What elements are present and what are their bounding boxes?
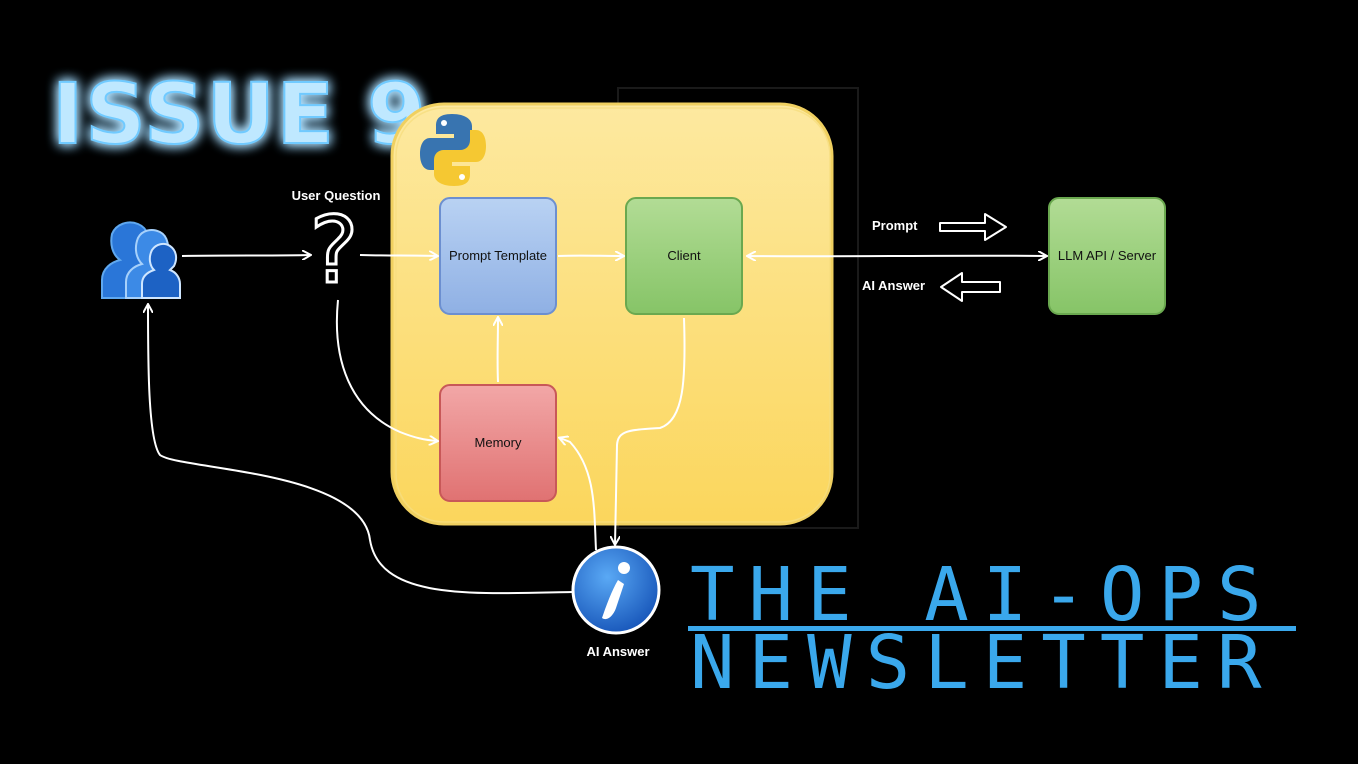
client-label: Client [667, 248, 701, 263]
llm-server-label: LLM API / Server [1058, 248, 1157, 263]
arrow-user-to-question [181, 255, 310, 256]
arrow-question-to-memory [335, 299, 437, 441]
arrow-answer-to-memory [560, 438, 597, 551]
client-box [625, 197, 743, 315]
prompt-label: Prompt [872, 218, 918, 233]
answer-arrow-icon [940, 272, 1001, 302]
prompt-arrow-icon [939, 213, 1007, 241]
question-mark-icon: ? [310, 197, 359, 304]
python-logo-icon [420, 114, 486, 186]
newsletter-line1: THE AI-OPS [690, 552, 1276, 638]
ai-answer-right-label: AI Answer [862, 278, 925, 293]
users-icon [101, 221, 181, 299]
llm-server-box [1048, 197, 1166, 315]
arrow-question-to-template [359, 255, 437, 256]
newsletter-line2: NEWSLETTER [690, 620, 1276, 706]
arrow-client-llm [748, 256, 1046, 257]
newsletter-underline [688, 626, 1296, 631]
ai-answer-icon [571, 545, 661, 635]
issue-title: ISSUE 9 [52, 65, 428, 163]
connectors [148, 255, 1046, 595]
prompt-template-label: Prompt Template [449, 248, 547, 263]
arrow-client-to-answer [615, 317, 686, 544]
arrow-answer-to-user [148, 305, 573, 595]
prompt-template-box [439, 197, 557, 315]
memory-box [439, 384, 557, 502]
ai-answer-bottom-label: AI Answer [586, 644, 649, 659]
memory-label: Memory [475, 435, 522, 450]
user-question-label: User Question [292, 188, 381, 203]
